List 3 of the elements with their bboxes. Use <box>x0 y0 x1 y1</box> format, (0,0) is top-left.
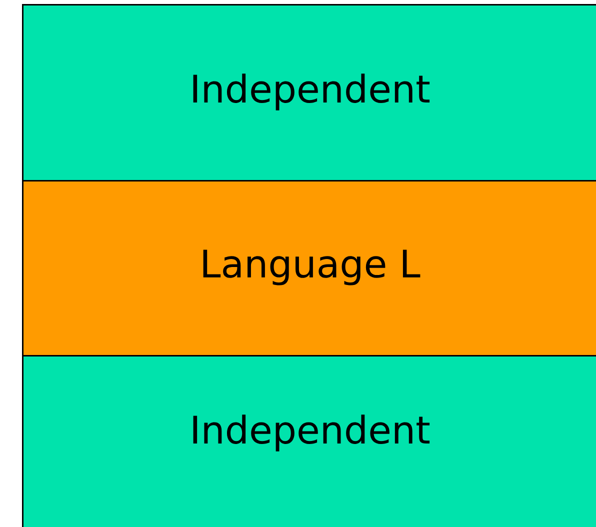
band: Independent <box>22 4 596 182</box>
band: Independent <box>22 355 596 527</box>
band: Language L <box>22 180 596 356</box>
